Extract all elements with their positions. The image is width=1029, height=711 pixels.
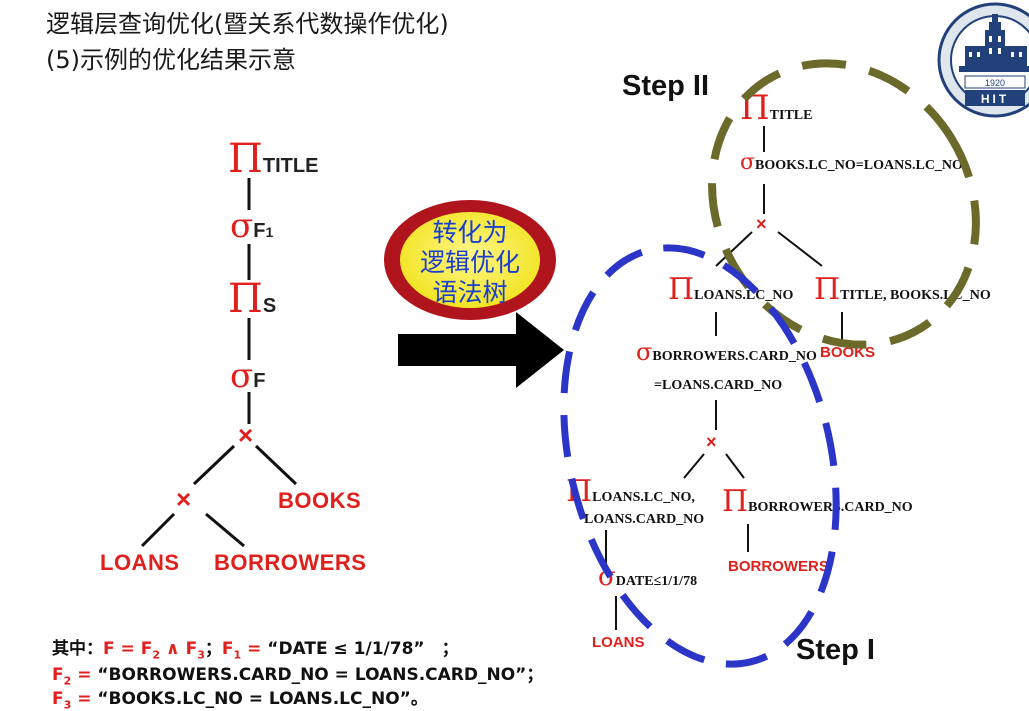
left-pi-title: ΠTITLE (228, 136, 319, 182)
page-subtitle: (5)示例的优化结果示意 (46, 46, 296, 74)
left-pi-s: ΠS (228, 276, 277, 322)
note-line-3: F3 = “BOOKS.LC_NO = LOANS.LC_NO”。 (52, 689, 428, 711)
left-sigma-f: σF (230, 356, 266, 396)
right-pi-loans-lc: ΠLOANS.LC_NO (668, 272, 794, 307)
right-pi-borrowers: ΠBORROWERS.CARD_NO (722, 484, 913, 519)
step-i-ellipse (560, 244, 840, 668)
step-ii-label: Step II (622, 70, 710, 102)
right-sigma-mid-cond2: =LOANS.CARD_NO (654, 378, 783, 393)
bubble-text: 转化为 逻辑优化 语法树 (419, 218, 520, 307)
right-loans: LOANS (592, 634, 645, 651)
right-cross-top: × (756, 214, 767, 234)
right-pi-loans-2-cont: LOANS.CARD_NO (584, 512, 705, 527)
right-sigma-mid: σBORROWERS.CARD_NO (636, 338, 817, 366)
left-cross-bottom: × (176, 484, 192, 514)
transform-arrow (398, 312, 564, 388)
transform-bubble (384, 200, 556, 320)
step-ii-ellipse (708, 59, 980, 349)
left-sigma-f1: σF1 (230, 206, 274, 246)
left-borrowers: BORROWERS (214, 550, 367, 575)
step-i-label: Step I (796, 634, 875, 666)
logo-year: 1920 (985, 78, 1005, 88)
logo-text: HIT (981, 92, 1009, 106)
left-loans: LOANS (100, 550, 180, 575)
left-books: BOOKS (278, 488, 362, 513)
right-cross-mid: × (706, 432, 717, 452)
hit-logo: 1920 HIT (937, 2, 1029, 118)
note-line-2: F2 = “BORROWERS.CARD_NO = LOANS.CARD_NO”… (52, 665, 544, 688)
right-borrowers: BORROWERS (728, 558, 829, 575)
right-sigma-top: σBOOKS.LC_NO=LOANS.LC_NO (740, 150, 963, 175)
note-line-1: 其中：F = F2 ∧ F3；F1 = “DATE ≤ 1/1/78” ； (52, 639, 459, 662)
left-cross-top: × (238, 420, 254, 450)
page-title: 逻辑层查询优化(暨关系代数操作优化) (46, 10, 449, 38)
